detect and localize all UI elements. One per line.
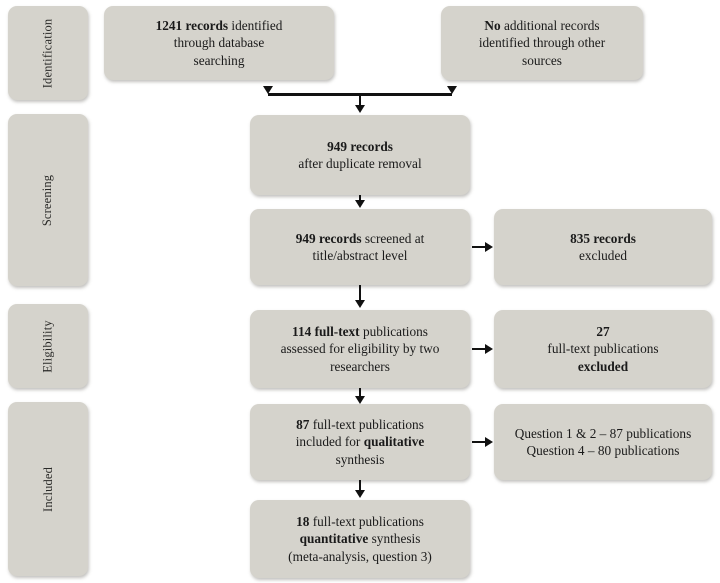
merge-tick-left-icon	[263, 86, 273, 94]
qualitative-emphasis: qualitative	[363, 434, 425, 450]
box-other-records-text: No additional records identified through…	[451, 17, 633, 68]
box-fulltext-assessed-text: 114 full-text publications assessed for …	[260, 323, 460, 374]
arrow-screened-to-fulltext-stem	[358, 285, 362, 302]
qualitative-line3: synthesis	[335, 451, 385, 467]
box-other-records: No additional records identified through…	[441, 6, 643, 80]
quantitative-emphasis: quantitative	[299, 531, 369, 547]
box-fulltext-excluded-text: 27 full-text publications excluded	[504, 323, 702, 374]
after-duplicates-line2: after duplicate removal	[298, 156, 422, 171]
arrow-fulltext-to-excluded-icon	[485, 343, 493, 354]
database-records-line3: searching	[193, 52, 245, 68]
arrow-screened-to-excluded-icon	[485, 241, 493, 252]
other-records-line2: identified through other	[478, 35, 606, 51]
records-excluded-line2: excluded	[579, 248, 627, 263]
database-records-count: 1241 records	[155, 18, 229, 34]
qualitative-count: 87	[296, 417, 310, 433]
box-database-records-text: 1241 records identified through database…	[114, 17, 324, 68]
screened-line2: title/abstract level	[312, 248, 408, 263]
box-records-excluded-text: 835 records excluded	[504, 230, 702, 264]
fulltext-assessed-line3: researchers	[330, 358, 390, 374]
stage-included-label: Included	[40, 466, 55, 512]
screened-count: 949 records	[295, 230, 362, 246]
fulltext-excluded-line3: excluded	[577, 358, 629, 374]
stage-identification: Identification	[8, 6, 88, 100]
arrow-qualitative-to-quantitative-stem	[358, 480, 362, 492]
box-fulltext-assessed: 114 full-text publications assessed for …	[250, 310, 470, 388]
box-database-records: 1241 records identified through database…	[104, 6, 334, 80]
stage-identification-label: Identification	[40, 18, 55, 88]
stage-screening-label: Screening	[40, 174, 55, 226]
arrow-fulltext-to-qualitative-stem	[358, 388, 362, 398]
stage-eligibility-label: Eligibility	[40, 319, 55, 373]
merge-tick-right-icon	[447, 86, 457, 94]
fulltext-assessed-line2: assessed for eligibility by two	[280, 341, 440, 357]
stage-eligibility: Eligibility	[8, 304, 88, 388]
records-excluded-count: 835 records	[570, 230, 636, 246]
quantitative-rest: full-text publications	[309, 514, 424, 530]
stage-included: Included	[8, 402, 88, 576]
box-screened: 949 records screened at title/abstract l…	[250, 209, 470, 285]
arrow-duplicates-to-screened-stem	[358, 195, 362, 201]
box-fulltext-excluded: 27 full-text publications excluded	[494, 310, 712, 388]
merge-down-stem	[358, 93, 362, 107]
arrow-qualitative-to-questions-icon	[485, 436, 493, 447]
arrow-fulltext-to-qualitative-icon	[354, 396, 365, 404]
qualitative-line2-prefix: included for	[295, 434, 364, 450]
other-records-line3: sources	[522, 52, 562, 68]
box-screened-text: 949 records screened at title/abstract l…	[260, 230, 460, 264]
fulltext-excluded-line2: full-text publications	[547, 341, 659, 357]
fulltext-assessed-count: 114 full-text	[292, 324, 360, 340]
box-records-excluded: 835 records excluded	[494, 209, 712, 285]
other-records-count: No	[484, 18, 501, 34]
arrow-fulltext-to-excluded-stem	[472, 347, 486, 351]
after-duplicates-count: 949 records	[327, 138, 393, 154]
quantitative-count: 18	[296, 514, 310, 530]
box-qualitative: 87 full-text publications included for q…	[250, 404, 470, 480]
arrow-duplicates-to-screened-icon	[354, 200, 365, 208]
questions-line2: Question 4 – 80 publications	[526, 443, 680, 458]
fulltext-excluded-count: 27	[596, 324, 610, 340]
fulltext-assessed-rest: publications	[359, 324, 428, 340]
box-questions: Question 1 & 2 – 87 publications Questio…	[494, 404, 712, 480]
quantitative-line3: (meta-analysis, question 3)	[288, 548, 432, 564]
box-after-duplicates: 949 records after duplicate removal	[250, 115, 470, 195]
box-questions-text: Question 1 & 2 – 87 publications Questio…	[504, 425, 702, 459]
arrow-qualitative-to-questions-stem	[472, 440, 486, 444]
screened-rest: screened at	[361, 230, 425, 246]
arrow-screened-to-excluded-stem	[472, 245, 486, 249]
box-after-duplicates-text: 949 records after duplicate removal	[260, 138, 460, 172]
arrow-screened-to-fulltext-icon	[354, 300, 365, 308]
other-records-rest: additional records	[500, 18, 600, 34]
database-records-rest: identified	[228, 18, 283, 34]
box-quantitative: 18 full-text publications quantitative s…	[250, 500, 470, 578]
stage-screening: Screening	[8, 114, 88, 286]
merge-down-arrow-icon	[354, 105, 365, 113]
qualitative-rest: full-text publications	[309, 417, 424, 433]
quantitative-rest2: synthesis	[368, 531, 421, 547]
questions-line1: Question 1 & 2 – 87 publications	[514, 425, 692, 441]
database-records-line2: through database	[173, 35, 265, 51]
arrow-qualitative-to-quantitative-icon	[354, 490, 365, 498]
box-qualitative-text: 87 full-text publications included for q…	[260, 416, 460, 467]
box-quantitative-text: 18 full-text publications quantitative s…	[260, 513, 460, 564]
